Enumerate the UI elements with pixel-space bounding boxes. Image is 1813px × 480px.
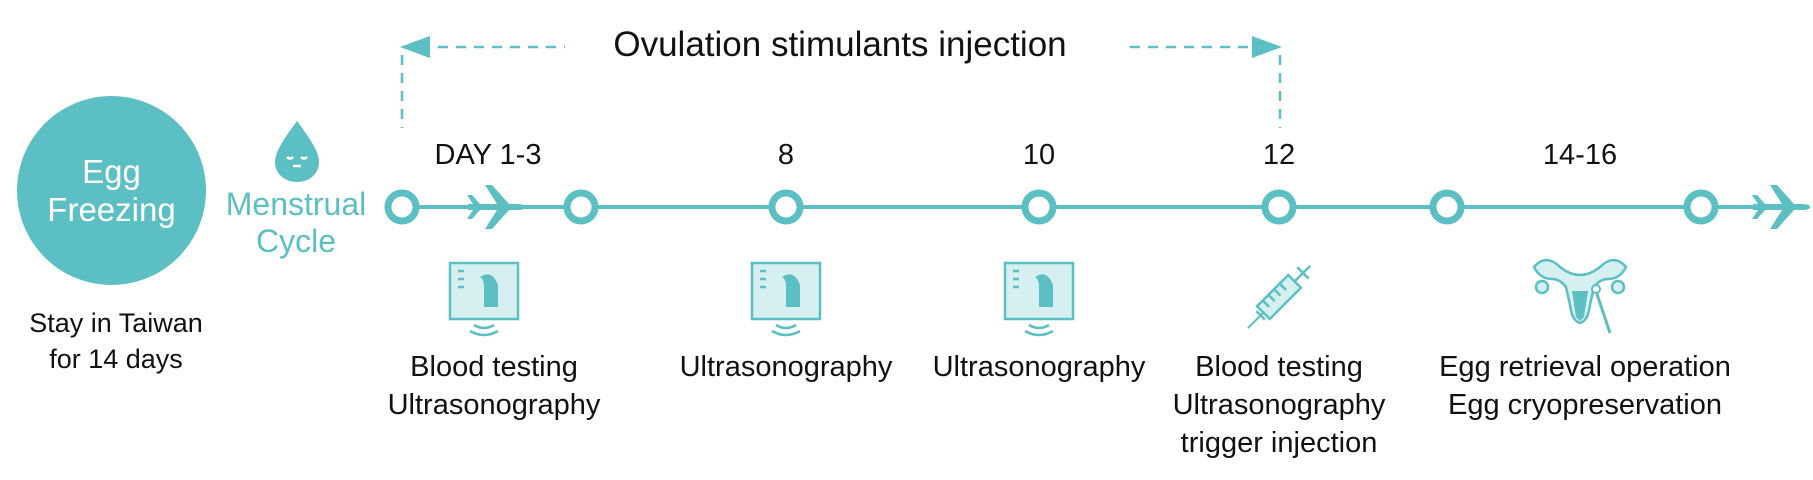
syringe-icon <box>1247 265 1311 329</box>
activity-line: trigger injection <box>1180 427 1378 459</box>
menstrual-cycle-label: Menstrual Cycle <box>216 186 376 260</box>
day-label-14-16: 14-16 <box>1542 139 1618 171</box>
bracket-arrow-left <box>400 36 430 58</box>
airplane-icon <box>467 185 525 229</box>
stay-line-2: for 14 days <box>49 344 183 374</box>
activity-line: Egg cryopreservation <box>1447 389 1723 421</box>
timeline-nodes <box>384 189 1719 225</box>
activity-day-10: Ultrasonography <box>899 348 1179 386</box>
droplet-face-icon <box>275 121 319 182</box>
node-day-12 <box>1261 189 1297 225</box>
day-label-1-3: DAY 1-3 <box>434 139 542 171</box>
node-day-10 <box>1021 189 1057 225</box>
activity-line: Blood testing <box>410 351 578 383</box>
activity-day-8: Ultrasonography <box>646 348 926 386</box>
activity-line: Ultrasonography <box>1172 389 1386 421</box>
uterus-icon <box>1532 258 1628 334</box>
node-day-16 <box>1683 189 1719 225</box>
activity-line: Ultrasonography <box>387 389 601 421</box>
day-label-8: 8 <box>777 139 795 171</box>
activity-line: Egg retrieval operation <box>1439 351 1731 383</box>
node-start <box>384 189 420 225</box>
menstrual-cycle-line-2: Cycle <box>255 223 336 259</box>
node-day-8 <box>768 189 804 225</box>
day-label-10: 10 <box>1022 139 1056 171</box>
menstrual-cycle-line-1: Menstrual <box>225 186 367 222</box>
egg-freezing-line-2: Freezing <box>47 190 176 228</box>
egg-freezing-line-1: Egg <box>82 152 141 190</box>
node-day-13 <box>1429 189 1465 225</box>
node-day-1-3 <box>563 189 599 225</box>
stay-line-1: Stay in Taiwan <box>29 308 203 338</box>
bracket-arrow-right <box>1252 36 1282 58</box>
day-label-12: 12 <box>1262 139 1296 171</box>
activity-day-14-16: Egg retrieval operation Egg cryopreserva… <box>1430 348 1740 424</box>
activity-day-1-3: Blood testing Ultrasonography <box>354 348 634 424</box>
ultrasound-monitor-icon <box>448 261 520 337</box>
stay-duration-note: Stay in Taiwan for 14 days <box>0 305 232 377</box>
activity-line: Ultrasonography <box>679 351 893 383</box>
ultrasound-monitor-icon <box>750 261 822 337</box>
airplane-icon <box>1752 185 1810 229</box>
ultrasound-monitor-icon <box>1003 261 1075 337</box>
diagram-title: Ovulation stimulants injection <box>613 25 1067 64</box>
activity-line: Blood testing <box>1195 351 1363 383</box>
activity-day-12: Blood testing Ultrasonography trigger in… <box>1139 348 1419 462</box>
egg-freezing-circle: Egg Freezing <box>17 96 206 285</box>
activity-line: Ultrasonography <box>932 351 1146 383</box>
